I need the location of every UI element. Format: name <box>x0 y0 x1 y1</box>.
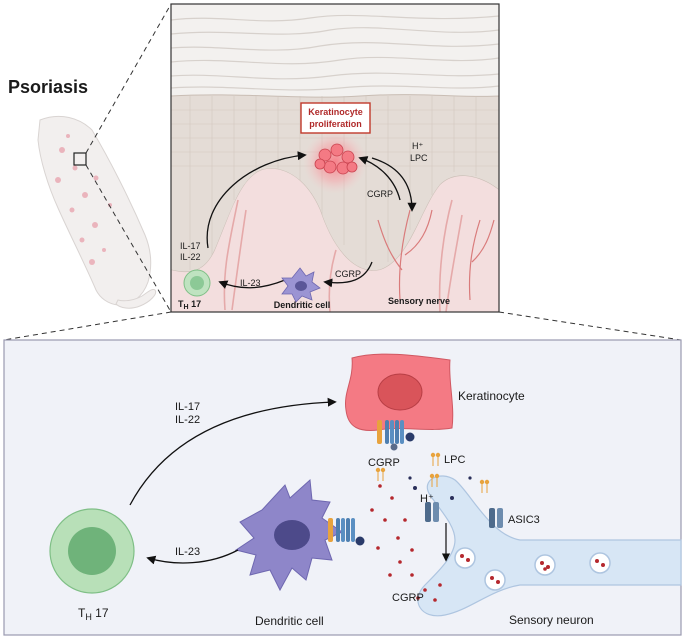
il23-inset-arrow <box>218 279 286 289</box>
inset-dendritic-label: Dendritic cell <box>274 300 331 310</box>
detail-lpc-label: LPC <box>444 454 465 466</box>
detail-il17-il22-arrow <box>129 397 337 506</box>
keratinocyte-nucleus <box>377 373 423 411</box>
detail-th17-label: TH 17 <box>78 606 109 622</box>
keratinocyte-cluster <box>314 143 358 175</box>
asic3-channels <box>425 502 503 528</box>
cgrp-lower-arrow <box>323 261 373 288</box>
skin-inset <box>171 4 499 312</box>
lpc-lipids <box>375 452 490 485</box>
figure-title: Psoriasis <box>8 77 88 97</box>
th17-nucleus <box>68 527 116 575</box>
vesicles <box>454 547 611 591</box>
lpc-tails <box>377 457 488 493</box>
detail-il22-label: IL-22 <box>175 414 200 426</box>
inset-border <box>170 3 500 313</box>
detail-cgrp-released-label: CGRP <box>392 592 424 604</box>
keratinocyte-proliferation-box <box>300 102 371 134</box>
detail-il17-label: IL-17 <box>175 401 200 413</box>
inset-lpc: LPC <box>410 153 428 163</box>
plaque-spots <box>55 134 112 265</box>
proton-dots <box>408 476 472 500</box>
sensory-neuron <box>417 475 682 617</box>
detail-keratinocyte-label: Keratinocyte <box>458 389 525 403</box>
detail-il23-label: IL-23 <box>175 546 200 558</box>
inset-il22: IL-22 <box>180 252 201 262</box>
detail-asic3-label: ASIC3 <box>508 514 540 526</box>
cgrp-dots <box>370 484 442 602</box>
detail-panel <box>3 339 682 636</box>
zoom-marker <box>73 152 87 166</box>
cgrp-upper-arrow <box>358 156 401 201</box>
dendritic-cgrp-receptor <box>328 518 365 546</box>
inset-cgrp-lower: CGRP <box>335 269 361 279</box>
inset-il17: IL-17 <box>180 241 201 251</box>
detail-sensory-neuron-label: Sensory neuron <box>509 613 594 627</box>
arm-illustration <box>37 115 157 309</box>
detail-il23-arrow <box>146 549 239 565</box>
keratinocyte-box-line1: Keratinocyte <box>308 107 363 117</box>
inset-th17-label: TH 17 <box>178 299 201 311</box>
keratinocyte-box-line2: proliferation <box>309 119 362 129</box>
inset-cgrp-upper: CGRP <box>367 189 393 199</box>
detail-h-plus-label: H⁺ <box>420 493 434 505</box>
detail-cgrp-receptor-label: CGRP <box>368 457 400 469</box>
inset-th17-nucleus <box>190 276 204 290</box>
inset-sensory-nerve-label: Sensory nerve <box>388 296 450 306</box>
inset-h-plus: H⁺ <box>412 141 423 151</box>
keratinocyte-cgrp-receptor <box>377 420 415 451</box>
inset-il23: IL-23 <box>240 278 261 288</box>
dendritic-nucleus <box>274 520 310 550</box>
h-lpc-arrow <box>371 157 417 212</box>
il17-il22-arrow <box>206 151 307 249</box>
inset-dendritic-cell <box>281 267 321 303</box>
detail-dendritic-label: Dendritic cell <box>255 614 324 628</box>
